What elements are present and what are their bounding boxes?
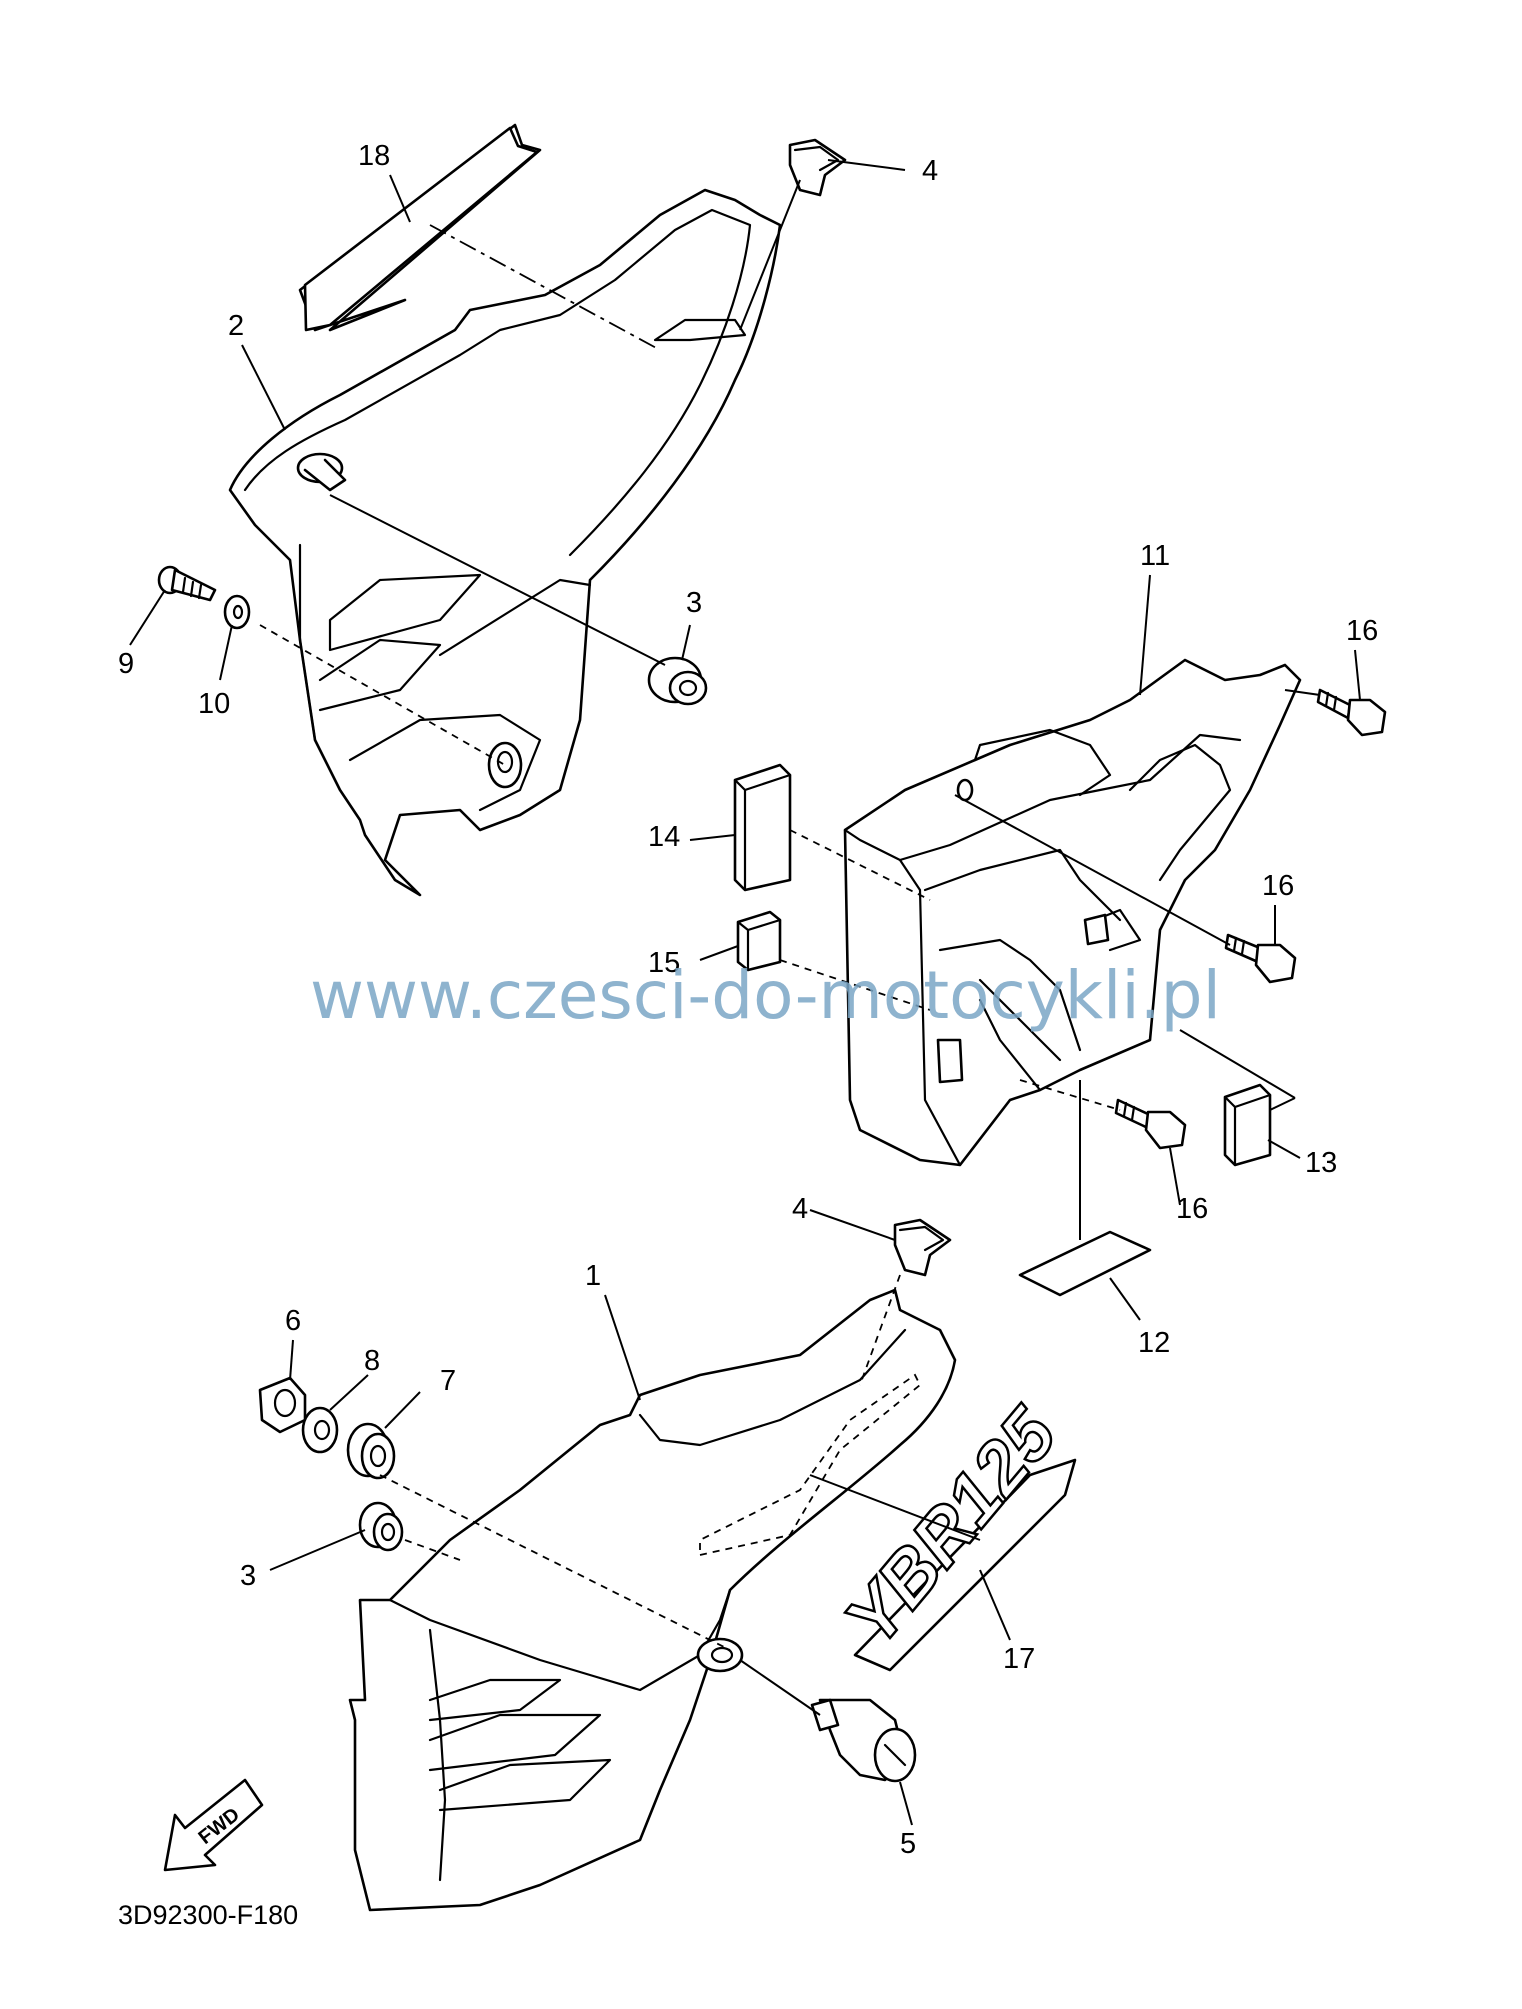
callout-16-lower: 16 xyxy=(1176,1193,1208,1225)
callout-17: 17 xyxy=(1003,1643,1035,1675)
callout-6: 6 xyxy=(285,1305,301,1337)
part-16-bolt-middle xyxy=(1224,933,1297,984)
part-8-washer xyxy=(301,1406,339,1454)
part-13-pad xyxy=(1223,1083,1272,1167)
part-1-lower-side-cover xyxy=(348,1288,957,1912)
part-16-bolt-upper xyxy=(1316,688,1387,737)
callout-3-upper: 3 xyxy=(686,587,702,619)
part-2-upper-side-cover xyxy=(228,188,782,897)
part-16-bolt-lower xyxy=(1114,1098,1187,1150)
fwd-arrow-icon: FWD xyxy=(163,1778,264,1872)
part-5-key-lock xyxy=(810,1698,917,1783)
callout-16-upper: 16 xyxy=(1346,615,1378,647)
callout-15: 15 xyxy=(648,947,680,979)
part-11-battery-box xyxy=(843,658,1302,1167)
callout-13: 13 xyxy=(1305,1147,1337,1179)
callout-labels: 18 4 2 3 9 10 11 16 14 16 15 13 16 4 12 … xyxy=(118,140,1378,1860)
callout-1: 1 xyxy=(585,1260,601,1292)
callout-12: 12 xyxy=(1138,1327,1170,1359)
callout-2: 2 xyxy=(228,310,244,342)
callout-8: 8 xyxy=(364,1345,380,1377)
part-12-plate xyxy=(1018,1230,1152,1297)
watermark-text: www.czesci-do-motocykli.pl xyxy=(310,957,1221,1034)
callout-16-middle: 16 xyxy=(1262,870,1294,902)
callout-5: 5 xyxy=(900,1828,916,1860)
part-10-washer xyxy=(223,594,251,630)
callout-7: 7 xyxy=(440,1365,456,1397)
part-7-collar xyxy=(346,1422,396,1480)
callout-14: 14 xyxy=(648,821,680,853)
callout-10: 10 xyxy=(198,688,230,720)
callout-11: 11 xyxy=(1140,540,1170,572)
part-6-nut xyxy=(258,1376,307,1434)
callout-4-lower: 4 xyxy=(792,1193,808,1225)
part-3-lower-grommet xyxy=(358,1501,404,1552)
part-18-emblem-strip xyxy=(298,123,542,332)
part-4-upper-clip xyxy=(788,138,847,197)
callout-3-lower: 3 xyxy=(240,1560,256,1592)
part-code: 3D92300-F180 xyxy=(118,1900,298,1930)
leader-lines xyxy=(129,159,1361,1826)
callout-4-upper: 4 xyxy=(922,155,938,187)
part-3-upper-grommet xyxy=(647,656,708,706)
part-14-pad xyxy=(733,763,792,892)
callout-18: 18 xyxy=(358,140,390,172)
part-4-lower-clip xyxy=(893,1218,952,1277)
part-9-screw xyxy=(157,565,217,602)
callout-9: 9 xyxy=(118,648,134,680)
part-15-pad xyxy=(736,910,782,972)
